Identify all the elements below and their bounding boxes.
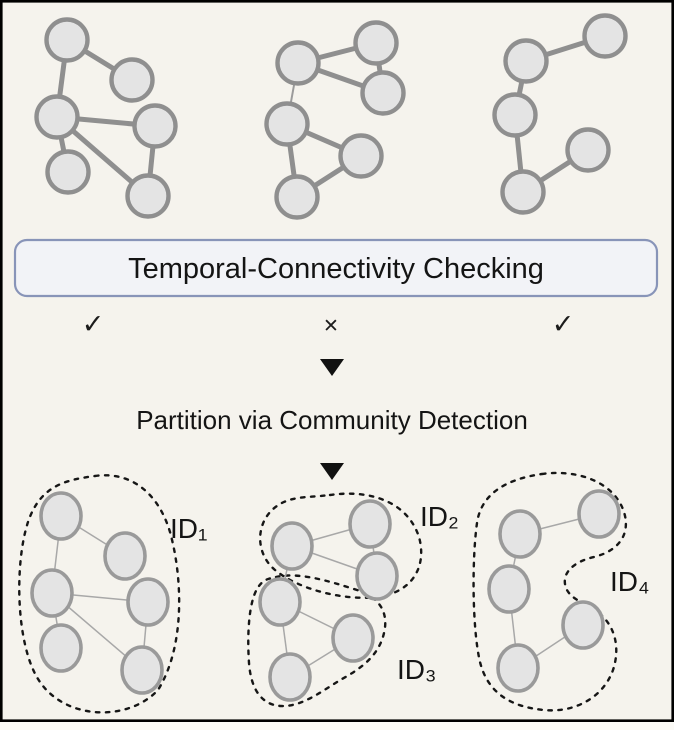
graph-node <box>503 38 549 84</box>
graph-node <box>39 623 83 673</box>
graph-node <box>103 531 147 581</box>
bottom-margin-strip <box>0 722 674 730</box>
graph-node <box>45 149 91 195</box>
graph-node <box>582 13 628 59</box>
graph-node <box>264 101 310 147</box>
snapshot-graph-3 <box>492 13 628 215</box>
community-label-2: ID₂ <box>420 501 459 532</box>
graph-node <box>258 577 302 627</box>
partition-step-label: Partition via Community Detection <box>136 405 528 435</box>
community-graph-4 <box>487 489 621 693</box>
graph-node <box>126 577 170 627</box>
snapshot-graph-1 <box>34 17 178 219</box>
down-arrow-icon <box>320 359 344 376</box>
check-icon: ✓ <box>82 309 105 339</box>
graph-node <box>120 645 164 695</box>
process-box-label: Temporal-Connectivity Checking <box>128 253 544 285</box>
graph-node <box>492 92 538 138</box>
graph-node <box>500 169 546 215</box>
community-graph-1 <box>30 491 170 695</box>
graph-node <box>331 613 375 663</box>
graph-node <box>498 509 542 559</box>
snapshot-graph-2 <box>264 20 406 220</box>
community-outline-3 <box>247 574 387 708</box>
community-outline-4 <box>472 471 628 712</box>
community-label-1: ID₁ <box>170 513 207 544</box>
graph-node <box>109 57 155 103</box>
graph-node <box>348 499 392 549</box>
graph-node <box>132 103 178 149</box>
graph-node <box>39 491 83 541</box>
graph-node <box>34 94 80 140</box>
graph-node <box>125 173 171 219</box>
graph-node <box>274 174 320 220</box>
cross-icon: ✕ <box>323 316 339 337</box>
graph-node <box>270 521 314 571</box>
graph-node <box>355 551 399 601</box>
graph-node <box>577 489 621 539</box>
graph-node <box>353 20 399 66</box>
graph-node <box>44 17 90 63</box>
graph-node <box>30 568 74 618</box>
graph-node <box>496 643 540 693</box>
community-outline-1 <box>18 474 181 714</box>
community-outline-2 <box>258 492 423 599</box>
down-arrow-icon <box>320 463 344 480</box>
graph-node <box>338 133 384 179</box>
process-box <box>13 238 659 298</box>
graph-node <box>360 70 406 116</box>
community-label-3: ID₃ <box>397 654 436 685</box>
community-label-4: ID₄ <box>610 566 649 597</box>
graph-node <box>565 127 611 173</box>
graph-node <box>268 652 312 702</box>
check-icon: ✓ <box>552 309 575 339</box>
community-graph-2-3 <box>258 499 399 702</box>
graph-node <box>487 564 531 614</box>
graph-node <box>275 40 321 86</box>
graph-node <box>561 600 605 650</box>
